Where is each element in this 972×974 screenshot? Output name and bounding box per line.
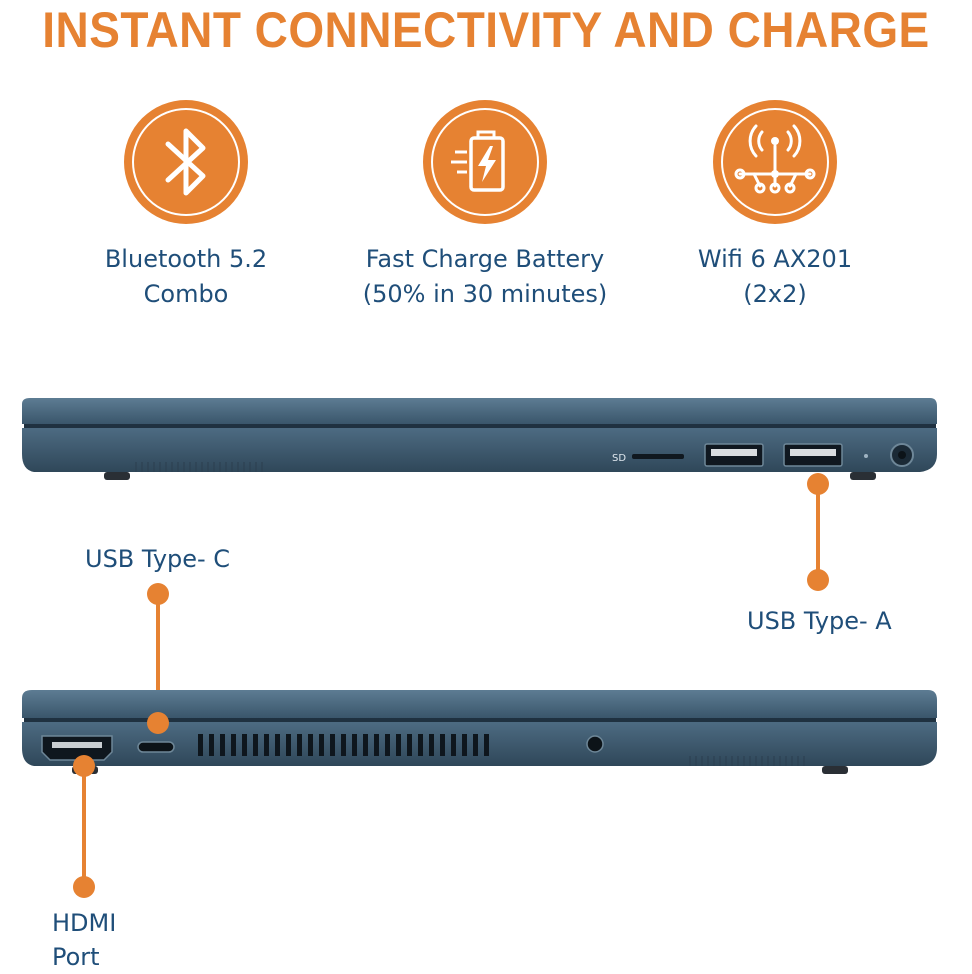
usb-c-callout-line [156,592,160,720]
usb-c-port [137,741,175,753]
hdmi-label: HDMI Port [52,909,117,971]
wifi-badge [713,100,837,224]
laptop-left-side [22,690,937,774]
wifi-antenna-icon [734,124,816,194]
feature-wifi: Wifi 6 AX201 (2x2) [615,100,935,312]
page-title: INSTANT CONNECTIVITY AND CHARGE [42,2,930,58]
battery-badge [423,100,547,224]
usb-c-label: USB Type- C [85,545,231,573]
bluetooth-badge [124,100,248,224]
bluetooth-icon [165,128,206,196]
usb-a-callout-dot [807,569,829,591]
feature-label: Wifi 6 AX201 (2x2) [697,245,853,308]
usb-c-callout-dot-bottom [147,712,169,734]
usb-a-callout-line [816,478,820,576]
hdmi-callout-line [82,764,86,886]
usb-a-label: USB Type- A [747,607,892,635]
feature-bluetooth: Bluetooth 5.2 Combo [26,100,346,312]
battery-charge-icon [451,130,505,192]
hdmi-callout-dot [73,876,95,898]
sd-label: SD [612,453,626,464]
feature-label: Fast Charge Battery (50% in 30 minutes) [362,245,608,308]
laptop-right-side: SD [22,398,937,480]
audio-jack [586,735,604,753]
feature-label: Bluetooth 5.2 Combo [104,245,268,308]
usb-a-callout-dot-top [807,473,829,495]
feature-fast-charge: Fast Charge Battery (50% in 30 minutes) [325,100,645,312]
sd-card-slot [632,454,684,459]
